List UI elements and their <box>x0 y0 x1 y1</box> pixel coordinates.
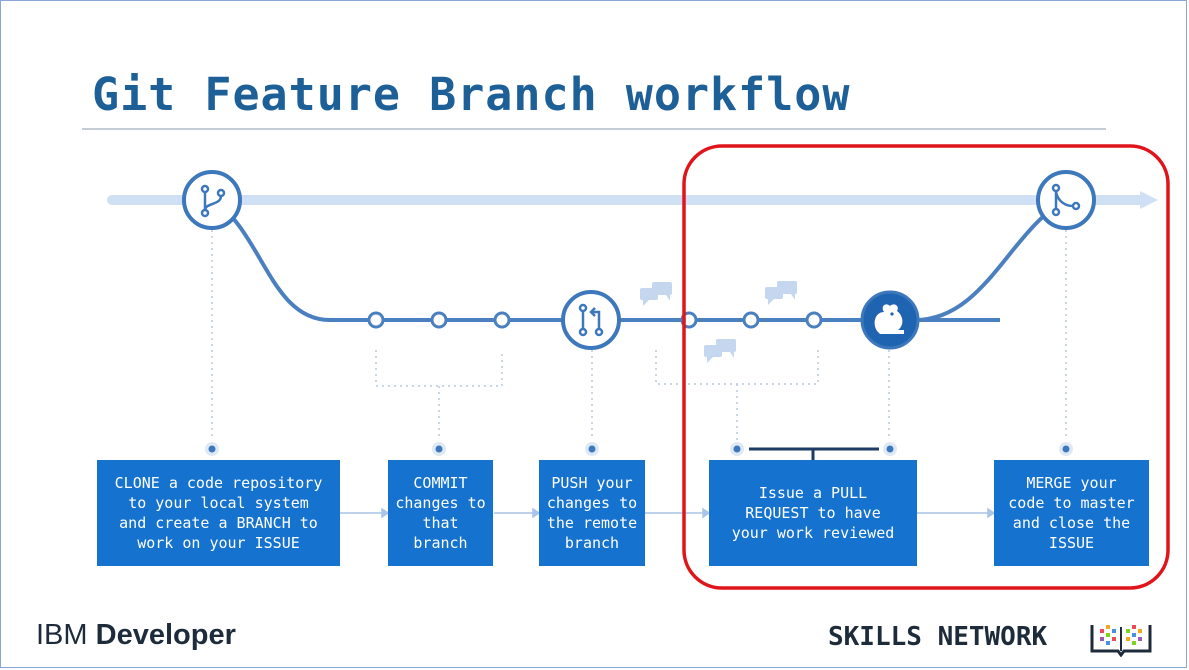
git-merge-icon <box>1036 170 1096 230</box>
step-commit-text: COMMIT changes to that branch <box>395 474 486 552</box>
title-underline <box>82 128 1106 130</box>
step-merge-text: MERGE your code to master and close the … <box>1008 474 1135 552</box>
step-merge-box: MERGE your code to master and close the … <box>994 460 1149 566</box>
skills-network-label: SKILLS NETWORK <box>828 622 1048 652</box>
git-pull-request-icon <box>561 290 621 350</box>
ibm-prefix: IBM <box>36 619 96 651</box>
connector-lines <box>211 230 1067 440</box>
skills-network-book-icon <box>1090 625 1152 657</box>
step-arrows <box>340 507 996 519</box>
slide-title: Git Feature Branch workflow <box>92 68 851 121</box>
ibm-brand: Developer <box>95 619 236 651</box>
pull-request-bracket <box>749 447 879 460</box>
master-arrowhead <box>1140 191 1158 209</box>
step-pull-request-text: Issue a PULL REQUEST to have your work r… <box>731 484 895 542</box>
commit-dots <box>367 311 823 329</box>
step-anchor-dots <box>205 442 1073 456</box>
step-clone-text: CLONE a code repository to your local sy… <box>114 474 323 552</box>
highlight-rectangle <box>682 144 1170 590</box>
step-push-text: PUSH your changes to the remote branch <box>546 474 638 552</box>
squirrel-icon <box>860 290 920 350</box>
step-commit-box: COMMIT changes to that branch <box>388 460 493 566</box>
step-pull-request-box: Issue a PULL REQUEST to have your work r… <box>709 460 917 566</box>
step-clone-box: CLONE a code repository to your local sy… <box>97 460 340 566</box>
comment-bubbles-icon <box>640 281 797 363</box>
ibm-developer-logo: IBM Developer <box>36 619 236 652</box>
git-branch-icon <box>182 170 242 230</box>
step-push-box: PUSH your changes to the remote branch <box>539 460 645 566</box>
